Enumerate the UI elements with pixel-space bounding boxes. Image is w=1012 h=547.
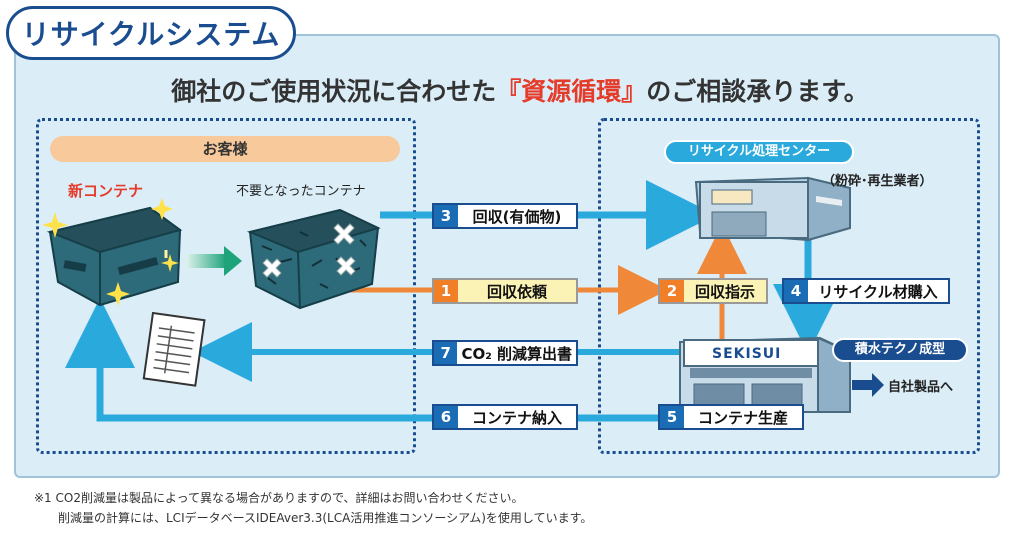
step-3-collection: 3 回収(有価物) xyxy=(432,203,578,229)
footnote-line-2: 削減量の計算には、LCIデータベースIDEAver3.3(LCA活用推進コンソー… xyxy=(58,511,593,525)
headline-before: 御社のご使用状況に合わせた xyxy=(171,77,497,106)
to-own-products-label: 自社製品へ xyxy=(888,380,954,395)
step-2-instruction: 2 回収指示 xyxy=(658,278,768,304)
recycler-region xyxy=(598,118,980,454)
headline-after: のご相談承ります。 xyxy=(646,77,869,106)
molding-company-label-text: 積水テクノ成型 xyxy=(854,342,946,357)
customer-region xyxy=(36,118,416,454)
step-number: 3 xyxy=(434,205,458,227)
headline-highlight: 『資源循環』 xyxy=(496,77,647,106)
page-title-text: リサイクルシステム xyxy=(21,18,281,51)
step-label: リサイクル材購入 xyxy=(818,282,938,301)
recycling-center-label-text: リサイクル処理センター xyxy=(687,144,831,159)
page-title: リサイクルシステム xyxy=(6,6,296,60)
new-container-label: 新コンテナ xyxy=(68,182,144,200)
sekisui-sign: SEKISUI xyxy=(712,346,782,362)
step-label: コンテナ納入 xyxy=(471,408,562,427)
step-label: 回収指示 xyxy=(684,280,766,302)
step-label: コンテナ生産 xyxy=(697,408,788,427)
step-number: 4 xyxy=(784,280,808,302)
step-1-request: 1 回収依頼 xyxy=(432,278,578,304)
step-number: 7 xyxy=(434,342,458,364)
footnote-line-1: ※1 CO2削減量は製品によって異なる場合がありますので、詳細はお問い合わせくだ… xyxy=(34,491,524,505)
arrow-to-products xyxy=(852,373,884,397)
sparkle-icon xyxy=(42,198,179,306)
molding-company-label: 積水テクノ成型 xyxy=(832,338,968,362)
step-7-co2-report: 7 CO₂ 削減算出書 xyxy=(432,340,578,366)
step-number: 1 xyxy=(434,280,458,302)
new-container-icon xyxy=(46,206,183,307)
headline: 御社のご使用状況に合わせた『資源循環』のご相談承ります。 xyxy=(140,72,900,108)
step-number: 2 xyxy=(660,280,684,302)
customer-label-text: お客様 xyxy=(202,140,248,158)
step-label: 回収(有価物) xyxy=(472,207,562,226)
step-number: 5 xyxy=(660,406,684,428)
step-number: 6 xyxy=(434,406,458,428)
recycling-center-label: リサイクル処理センター xyxy=(664,140,854,164)
step-5-production: 5 コンテナ生産 xyxy=(658,404,804,430)
recycling-center-icon xyxy=(694,176,851,242)
transition-arrow xyxy=(186,246,242,276)
step-6-delivery: 6 コンテナ納入 xyxy=(432,404,578,430)
document-icon xyxy=(142,311,206,387)
customer-label: お客様 xyxy=(50,136,400,162)
step-label: 回収依頼 xyxy=(458,280,576,302)
unused-container-label: 不要となったコンテナ xyxy=(236,184,366,199)
step-label: CO₂ 削減算出書 xyxy=(461,344,572,363)
step-4-purchase: 4 リサイクル材購入 xyxy=(782,278,950,304)
recycling-center-sub: （粉砕･再生業者） xyxy=(822,174,933,189)
unused-container-icon xyxy=(246,208,381,310)
footnote: ※1 CO2削減量は製品によって異なる場合がありますので、詳細はお問い合わせくだ… xyxy=(34,488,592,528)
